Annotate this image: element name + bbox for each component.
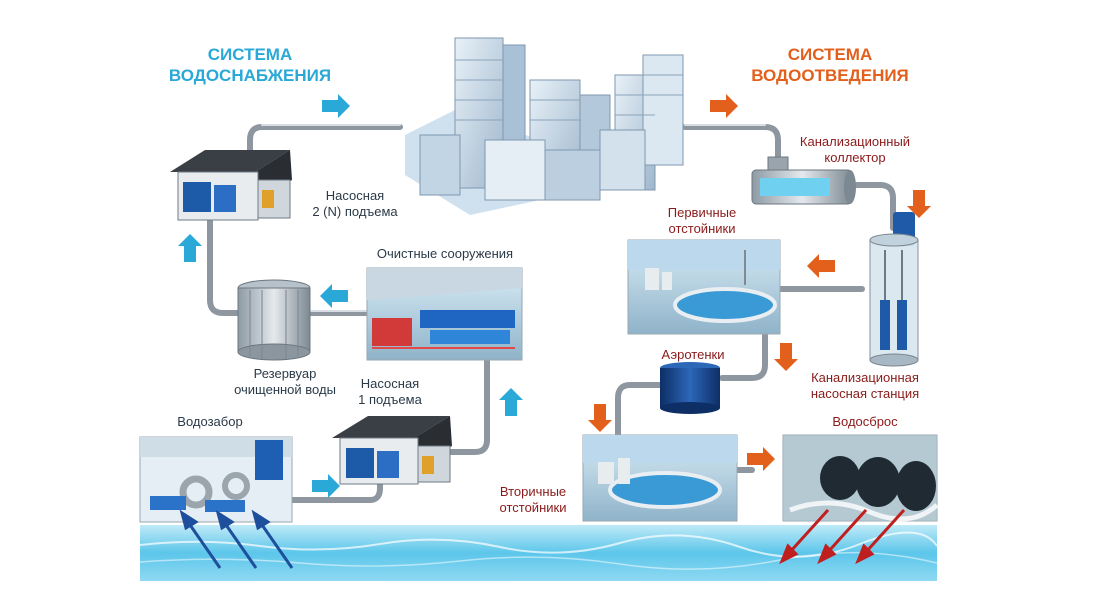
- supply-flow-arrows: [178, 94, 523, 498]
- sewer-pump-station: [869, 212, 919, 367]
- drainage-flow-arrows: [588, 94, 931, 471]
- pump-station-1: [332, 416, 452, 485]
- pump-station-2: [170, 150, 292, 221]
- drainage-heading-line2: ВОДООТВЕДЕНИЯ: [751, 66, 909, 85]
- arrow-down-icon: [774, 343, 798, 371]
- sewer-collector-label: Канализационный коллектор: [799, 134, 911, 165]
- outfall-photo: [782, 434, 939, 522]
- arrow-left-icon: [807, 254, 835, 278]
- intake-arrows: [179, 509, 294, 569]
- arrow-up-icon: [499, 388, 523, 416]
- discharge-arrows: [779, 508, 906, 565]
- aerotank-label: Аэротенки: [661, 347, 725, 362]
- drainage-system-heading: СИСТЕМА ВОДООТВЕДЕНИЯ: [730, 44, 930, 86]
- arrow-down-icon: [907, 190, 931, 218]
- treatment-plant-label: Очистные сооружения: [376, 246, 514, 261]
- outfall-label: Водосброс: [832, 414, 898, 429]
- supply-heading-line2: ВОДОСНАБЖЕНИЯ: [168, 66, 332, 85]
- primary-settlers-photo: [627, 239, 781, 335]
- secondary-settlers-photo: [582, 434, 738, 522]
- arrow-down-icon: [588, 404, 612, 432]
- arrow-right-icon: [322, 94, 350, 118]
- sewer-collector: [751, 156, 856, 205]
- arrow-left-icon: [320, 284, 348, 308]
- pump-station-1-label: Насосная 1 подъема: [358, 376, 422, 407]
- arrow-right-icon: [312, 474, 340, 498]
- primary-settlers-label: Первичные отстойники: [667, 205, 737, 236]
- drainage-heading-line1: СИСТЕМА: [787, 45, 873, 64]
- supply-heading-line1: СИСТЕМА: [207, 45, 293, 64]
- treatment-plant-photo: [366, 267, 523, 361]
- sewer-pump-station-label: Канализационная насосная станция: [810, 370, 920, 401]
- aerotank: [660, 362, 720, 414]
- pump-station-2-label: Насосная 2 (N) подъема: [312, 188, 398, 219]
- secondary-settlers-label: Вторичные отстойники: [499, 484, 567, 515]
- water-intake-photo: [139, 436, 293, 523]
- pipe-network: [207, 124, 896, 503]
- water-intake-label: Водозабор: [177, 414, 243, 429]
- reservoir-label: Резервуар очищенной воды: [234, 366, 336, 397]
- arrow-right-icon: [710, 94, 738, 118]
- arrow-right-icon: [747, 447, 775, 471]
- clean-water-reservoir: [237, 279, 311, 361]
- city-buildings: [405, 37, 684, 215]
- supply-system-heading: СИСТЕМА ВОДОСНАБЖЕНИЯ: [150, 44, 350, 86]
- arrow-up-icon: [178, 234, 202, 262]
